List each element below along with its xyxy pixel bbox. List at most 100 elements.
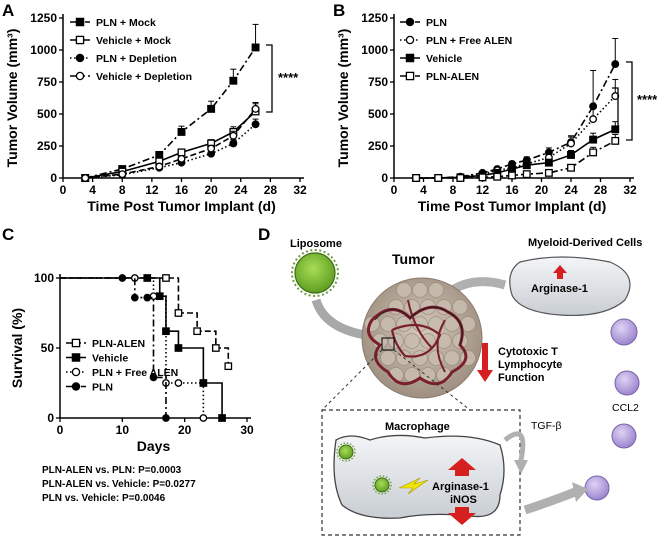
data-point bbox=[434, 174, 443, 182]
arginase-mac-label: Arginase-1 bbox=[432, 481, 489, 493]
tumor-cell bbox=[396, 282, 412, 298]
data-point bbox=[493, 172, 502, 181]
data-point bbox=[174, 344, 183, 352]
data-point bbox=[229, 76, 238, 85]
data-point bbox=[177, 148, 186, 157]
data-point bbox=[567, 163, 575, 172]
x-tick-label: 20 bbox=[535, 183, 549, 197]
data-point bbox=[224, 362, 233, 371]
tumor-cell bbox=[412, 282, 428, 298]
y-tick-label: 250 bbox=[37, 139, 57, 153]
data-point bbox=[143, 293, 152, 302]
x-tick-label: 0 bbox=[60, 183, 67, 197]
tumor-cell bbox=[380, 350, 396, 366]
tumor-cell bbox=[404, 333, 420, 349]
y-axis-label: Tumor Volume (mm³) bbox=[4, 29, 20, 168]
ccl2-arrowhead bbox=[572, 482, 588, 502]
data-point bbox=[412, 174, 421, 182]
x-tick-label: 8 bbox=[450, 183, 457, 197]
series-3: Vehicle + Depletion bbox=[70, 71, 260, 182]
data-point bbox=[229, 139, 238, 148]
x-tick-label: 10 bbox=[116, 423, 130, 437]
data-point bbox=[567, 139, 575, 148]
panel-label-c: C bbox=[2, 225, 14, 244]
significance-bracket bbox=[626, 61, 633, 141]
legend-label: PLN + Mock bbox=[96, 17, 156, 29]
legend-marker bbox=[71, 367, 81, 377]
y-tick-label: 250 bbox=[368, 139, 388, 153]
series-0: PLN + Mock bbox=[70, 17, 260, 182]
panel-label-d: D bbox=[258, 225, 270, 244]
y-tick-label: 1250 bbox=[361, 11, 388, 25]
data-point bbox=[478, 173, 487, 182]
macrophage-label: Macrophage bbox=[385, 421, 450, 433]
series-1: Vehicle bbox=[60, 274, 226, 422]
data-point bbox=[611, 60, 620, 69]
data-point bbox=[589, 148, 598, 157]
data-point bbox=[207, 104, 216, 113]
ccl2-vesicle-2 bbox=[614, 370, 640, 396]
x-tick-label: 16 bbox=[175, 183, 189, 197]
data-point bbox=[162, 327, 170, 336]
data-point bbox=[177, 154, 186, 163]
data-point bbox=[508, 171, 516, 180]
series-3: PLN-ALEN bbox=[400, 71, 620, 182]
data-point bbox=[149, 373, 158, 382]
data-point bbox=[508, 165, 516, 173]
data-point bbox=[218, 414, 226, 422]
data-point bbox=[199, 414, 208, 422]
x-tick-label: 4 bbox=[420, 183, 427, 197]
series-line bbox=[60, 277, 205, 418]
tumor-mass bbox=[361, 277, 483, 399]
significance-label: **** bbox=[278, 70, 299, 85]
series-0: PLN-ALEN bbox=[60, 274, 233, 371]
legend-marker bbox=[75, 35, 85, 45]
data-point bbox=[567, 151, 575, 159]
x-tick-label: 20 bbox=[178, 423, 192, 437]
data-point bbox=[193, 327, 201, 336]
ccl2-label: CCL2 bbox=[612, 402, 639, 414]
tumor-cell bbox=[444, 350, 460, 366]
data-point bbox=[251, 43, 260, 52]
data-point bbox=[522, 161, 531, 170]
y-tick-label: 500 bbox=[37, 107, 57, 121]
arginase-top-label: Arginase-1 bbox=[531, 283, 588, 295]
significance-label: **** bbox=[637, 92, 658, 107]
x-tick-label: 28 bbox=[594, 183, 608, 197]
legend-marker bbox=[75, 17, 85, 27]
legend-label: Vehicle bbox=[92, 353, 128, 365]
data-point bbox=[544, 168, 553, 177]
ccl2-vesicle-3 bbox=[611, 423, 637, 449]
panel-label-b: B bbox=[333, 1, 345, 20]
zoom-guide-left bbox=[321, 349, 383, 411]
macrophage-to-ccl2-arrow bbox=[523, 487, 577, 515]
data-point bbox=[207, 144, 216, 153]
x-tick-label: 30 bbox=[240, 423, 254, 437]
y-tick-label: 500 bbox=[368, 107, 388, 121]
data-point bbox=[211, 344, 220, 352]
panel-label-a: A bbox=[2, 1, 14, 20]
legend-marker bbox=[71, 338, 81, 348]
y-tick-label: 750 bbox=[37, 75, 57, 89]
x-tick-label: 24 bbox=[564, 183, 578, 197]
inos-down-arrow bbox=[448, 507, 476, 525]
legend-label: PLN + Depletion bbox=[96, 53, 177, 65]
y-tick-label: 0 bbox=[50, 171, 57, 185]
y-tick-label: 50 bbox=[41, 341, 55, 355]
data-point bbox=[118, 274, 127, 282]
legend-marker bbox=[405, 35, 415, 45]
data-point bbox=[155, 151, 164, 159]
data-point bbox=[174, 379, 183, 387]
legend-marker bbox=[75, 53, 85, 63]
tgfb-arrowhead bbox=[514, 460, 528, 474]
legend-marker bbox=[405, 71, 415, 81]
y-tick-label: 100 bbox=[34, 271, 54, 285]
legend-label: Vehicle bbox=[426, 53, 462, 65]
y-tick-label: 1000 bbox=[361, 43, 388, 57]
data-point bbox=[251, 104, 260, 113]
tumor-label: Tumor bbox=[392, 251, 435, 267]
data-point bbox=[162, 274, 170, 282]
